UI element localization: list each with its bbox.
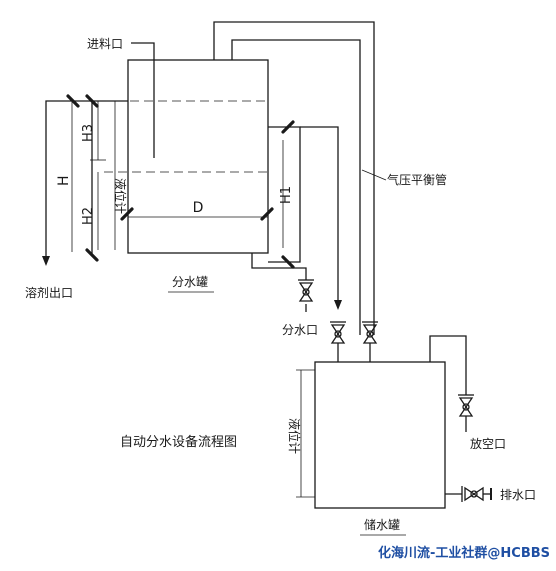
balance-pipe-label: 气压平衡管	[387, 172, 447, 187]
right-gauge-tick-bottom	[281, 255, 295, 269]
dim-h1-label: H1	[279, 186, 294, 204]
separator-tank-label: 分水罐	[172, 275, 208, 289]
right-gauge-tick-top	[281, 120, 295, 134]
separator-tank-body	[127, 59, 269, 254]
level-gauge-tick-1	[66, 94, 80, 108]
interface-tick-left	[120, 207, 134, 221]
vent-valve-icon	[458, 394, 474, 417]
balance-pipe-inner	[231, 39, 361, 335]
water-outlet-pipe	[251, 253, 307, 280]
dim-h2-label: H2	[81, 207, 96, 225]
vent-label: 放空口	[470, 436, 506, 451]
solvent-outlet-label: 溶剂出口	[25, 285, 73, 300]
watermark-text: 化海川流-工业社群@HCBBS	[378, 545, 550, 561]
level-gauge-label-bottom: 液位计	[287, 418, 302, 454]
water-pipe-arrow	[334, 300, 342, 310]
water-pipe-to-storage	[300, 126, 339, 300]
storage-tank-label: 储水罐	[364, 517, 400, 532]
vent-pipe	[429, 335, 467, 395]
storage-inlet-valve-icon	[330, 321, 346, 344]
interface-tick-right	[260, 207, 274, 221]
level-gauge-tick-3	[85, 248, 99, 262]
water-outlet-label: 分水口	[282, 323, 318, 337]
balance-pipe-leader	[361, 169, 387, 181]
right-gauge-pipe	[268, 126, 301, 263]
inlet-pipe	[131, 42, 155, 158]
solvent-outlet-arrow	[42, 256, 50, 266]
balance-pipe-valve-icon	[362, 321, 378, 344]
dim-h-label: H	[56, 175, 72, 186]
dim-h3-label: H3	[81, 124, 96, 142]
drain-label: 排水口	[500, 488, 536, 502]
level-gauge-label-top: 液位计	[113, 178, 128, 214]
balance-pipe-outer	[213, 21, 375, 335]
inlet-label: 进料口	[87, 37, 123, 51]
dim-d-label: D	[193, 200, 204, 216]
water-outlet-valve-icon	[298, 279, 314, 302]
diagram-caption: 自动分水设备流程图	[120, 434, 237, 450]
drain-valve-icon	[461, 486, 484, 502]
storage-tank-body	[314, 361, 446, 509]
